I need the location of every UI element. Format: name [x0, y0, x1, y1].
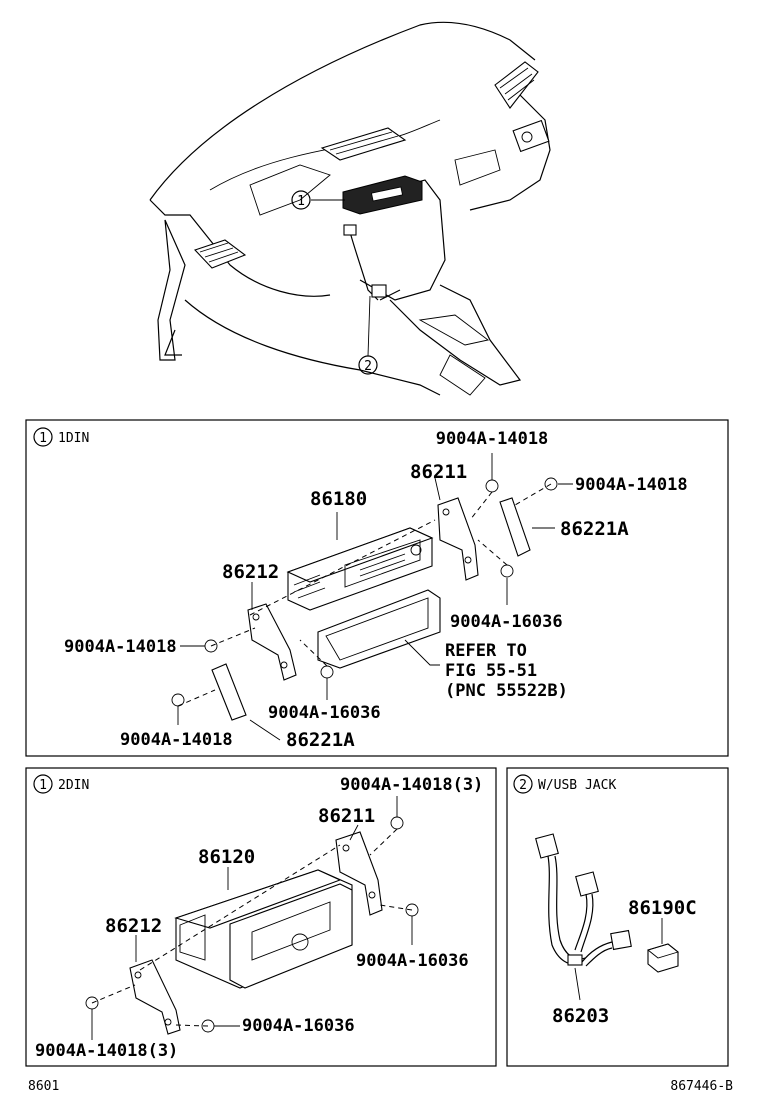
- left-pillar: [157, 219, 186, 361]
- center-vent: [320, 127, 407, 161]
- label-9004a-14018-right: 9004A-14018: [575, 475, 688, 495]
- panel-2din-circle: [33, 774, 53, 794]
- label-refer-line3: (PNC 55522B): [445, 681, 568, 701]
- panel-2din-number: 1: [39, 778, 47, 793]
- label-9004a-16036-right: 9004A-16036: [450, 612, 563, 632]
- bracket-86212-2din: [129, 959, 181, 1035]
- panel-2din-frame: [25, 767, 497, 1067]
- lower-trim: [184, 299, 441, 396]
- glovebox-panel: [249, 164, 331, 216]
- panel-usb-frame: [506, 767, 729, 1067]
- screw-icon: [500, 564, 514, 578]
- panel-1din: 1 1DIN: [25, 419, 729, 757]
- label-9004a-16036-bottom-2din: 9004A-16036: [242, 1016, 355, 1036]
- dash-lower-edge: [149, 199, 331, 297]
- callout-1-number: 1: [297, 194, 305, 209]
- trim-86221a-left: [211, 663, 247, 721]
- label-86211: 86211: [410, 461, 467, 483]
- label-9004a-14018-3-top: 9004A-14018(3): [340, 775, 483, 795]
- screw-icon: [544, 477, 558, 491]
- label-86120: 86120: [198, 846, 255, 868]
- footer-left-code: 8601: [28, 1079, 59, 1094]
- screw-icon: [320, 665, 334, 679]
- trim-86221a-right: [499, 497, 531, 557]
- label-refer-line2: FIG 55-51: [445, 661, 537, 681]
- dash-harness: [349, 231, 379, 301]
- panel-usb-jack: 2 W/USB JACK 86190C 86203: [506, 767, 729, 1067]
- bracket-86212: [247, 603, 297, 681]
- panel-1din-frame: [25, 419, 729, 757]
- label-86212-2din: 86212: [105, 915, 162, 937]
- label-9004a-14018-top: 9004A-14018: [436, 429, 549, 449]
- label-9004a-16036-bottom: 9004A-16036: [268, 703, 381, 723]
- label-86211-2din: 86211: [318, 805, 375, 827]
- callout-2-number: 2: [364, 359, 372, 374]
- label-86212: 86212: [222, 561, 279, 583]
- label-refer-line1: REFER TO: [445, 641, 527, 661]
- panel-1din-circle: [33, 427, 53, 447]
- center-console: [389, 284, 522, 386]
- panel-1din-title: 1DIN: [58, 431, 89, 446]
- right-trim: [469, 94, 551, 211]
- label-86190c: 86190C: [628, 897, 697, 919]
- label-86221a-right: 86221A: [560, 518, 629, 540]
- panel-1din-number: 1: [39, 431, 47, 446]
- label-9004a-14018-3-bottom: 9004A-14018(3): [35, 1041, 178, 1061]
- footer-right-code: 867446-B: [670, 1079, 733, 1094]
- pocket-refer: [317, 589, 441, 669]
- screw-icon: [390, 816, 404, 830]
- label-86180: 86180: [310, 488, 367, 510]
- screw-icon: [485, 479, 499, 493]
- head-unit-86120: [174, 869, 353, 989]
- label-9004a-16036-right-2din: 9004A-16036: [356, 951, 469, 971]
- bracket-86211: [437, 497, 479, 581]
- label-86221a-bottom: 86221A: [286, 729, 355, 751]
- harness-86203: [535, 833, 632, 967]
- callout-2-circle: [358, 355, 378, 375]
- label-86203: 86203: [552, 1005, 609, 1027]
- panel-2din: 1 2DIN 9004A-14018(3) 86211 86120 86212 …: [25, 767, 497, 1067]
- left-vent: [194, 239, 247, 269]
- panel-usb-number: 2: [519, 778, 527, 793]
- callout-1-circle: [291, 190, 311, 210]
- dash-top-edge: [149, 21, 536, 201]
- dashboard-overview: 1 2: [149, 21, 551, 396]
- panel-usb-circle: [513, 774, 533, 794]
- bracket-86211-2din: [335, 831, 383, 916]
- panel-2din-title: 2DIN: [58, 778, 89, 793]
- callout-2-leader: [367, 295, 371, 357]
- head-unit-86180: [286, 527, 434, 611]
- label-9004a-14018-left: 9004A-14018: [64, 637, 177, 657]
- center-stack: [349, 179, 446, 301]
- label-9004a-14018-bottom: 9004A-14018: [120, 730, 233, 750]
- panel-usb-title: W/USB JACK: [538, 778, 616, 793]
